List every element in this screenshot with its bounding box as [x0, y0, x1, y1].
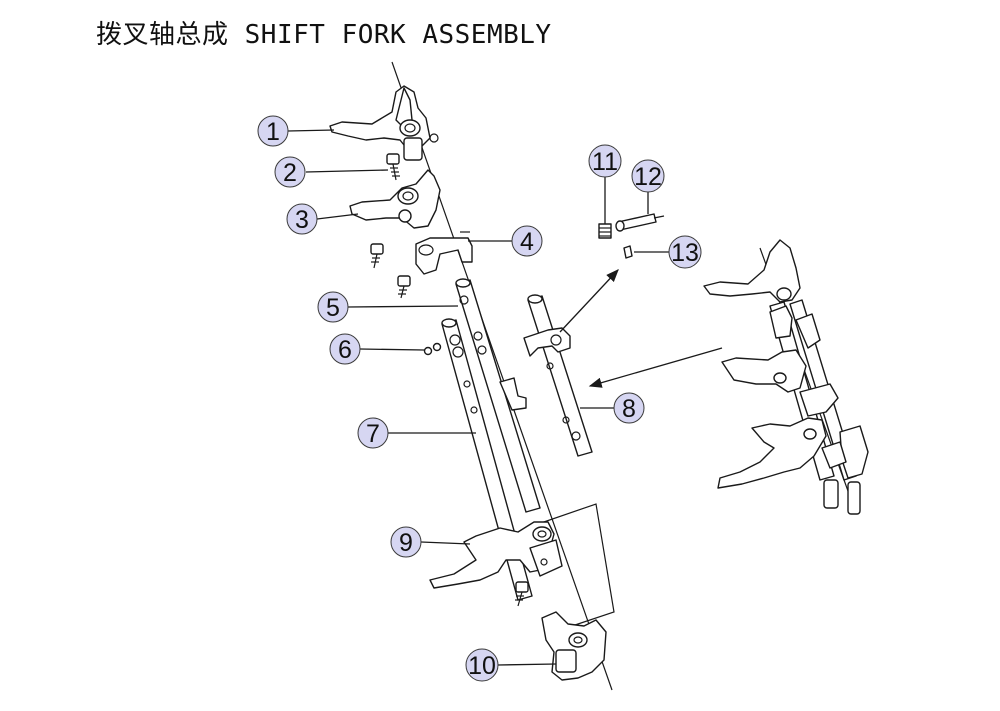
- callout-13-label: 13: [671, 239, 699, 267]
- callout-4-label: 4: [520, 228, 534, 256]
- callout-8-label: 8: [622, 395, 636, 423]
- leader-3: [316, 213, 359, 220]
- shift-fork-10: [541, 611, 607, 681]
- screw-11: [598, 223, 612, 239]
- callout-5-label: 5: [326, 294, 340, 322]
- callout-6-label: 6: [338, 336, 352, 364]
- explode-arrow-up: [559, 269, 619, 333]
- callout-11: 11: [588, 144, 622, 178]
- callout-layer: 1 2 3 4 5 6 7 8: [257, 115, 702, 682]
- callout-10: 10: [465, 648, 499, 682]
- shift-fork-3: [349, 169, 441, 229]
- callout-10-label: 10: [468, 652, 496, 680]
- detent-balls-6: [423, 342, 442, 356]
- projection-lines: [537, 503, 615, 629]
- callout-3: 3: [286, 203, 318, 235]
- shift-fork-9: [429, 521, 563, 589]
- loose-bolt-a: [370, 243, 384, 269]
- callout-2-label: 2: [283, 159, 297, 187]
- leader-10: [497, 663, 557, 666]
- callout-4: 4: [511, 225, 543, 257]
- callout-1-label: 1: [266, 118, 280, 146]
- assembly-axis-line: [391, 61, 613, 691]
- callout-11-label: 11: [592, 148, 618, 176]
- callout-7-label: 7: [366, 420, 380, 448]
- shift-rail-5: [455, 278, 541, 513]
- leader-1: [287, 129, 335, 132]
- callout-3-label: 3: [295, 206, 309, 234]
- shift-rail-assembly-8: [523, 294, 593, 457]
- callout-5: 5: [317, 291, 349, 323]
- page-title: 拨叉轴总成 SHIFT FORK ASSEMBLY: [96, 20, 552, 50]
- shift-block-4: [415, 231, 473, 275]
- callout-9: 9: [390, 526, 422, 558]
- explode-arrow-left: [588, 347, 723, 388]
- pin-shaft-12: [615, 213, 665, 232]
- bolt-lower: [515, 581, 529, 607]
- callout-9-label: 9: [399, 529, 413, 557]
- callout-1: 1: [257, 115, 289, 147]
- callout-2: 2: [274, 156, 306, 188]
- pin-13: [623, 245, 633, 259]
- loose-bolt-b: [397, 275, 411, 299]
- leader-9: [420, 541, 471, 545]
- callout-12-label: 12: [634, 163, 662, 191]
- shift-fork-1: [329, 85, 439, 161]
- callout-6: 6: [329, 333, 361, 365]
- leader-5: [347, 305, 459, 308]
- callout-7: 7: [357, 417, 389, 449]
- callout-8: 8: [613, 392, 645, 424]
- leader-2: [305, 169, 389, 173]
- leader-6: [359, 348, 425, 351]
- bolt-2: [386, 153, 400, 181]
- callout-12: 12: [631, 159, 665, 193]
- assembled-view: [703, 239, 869, 515]
- callout-13: 13: [668, 235, 702, 269]
